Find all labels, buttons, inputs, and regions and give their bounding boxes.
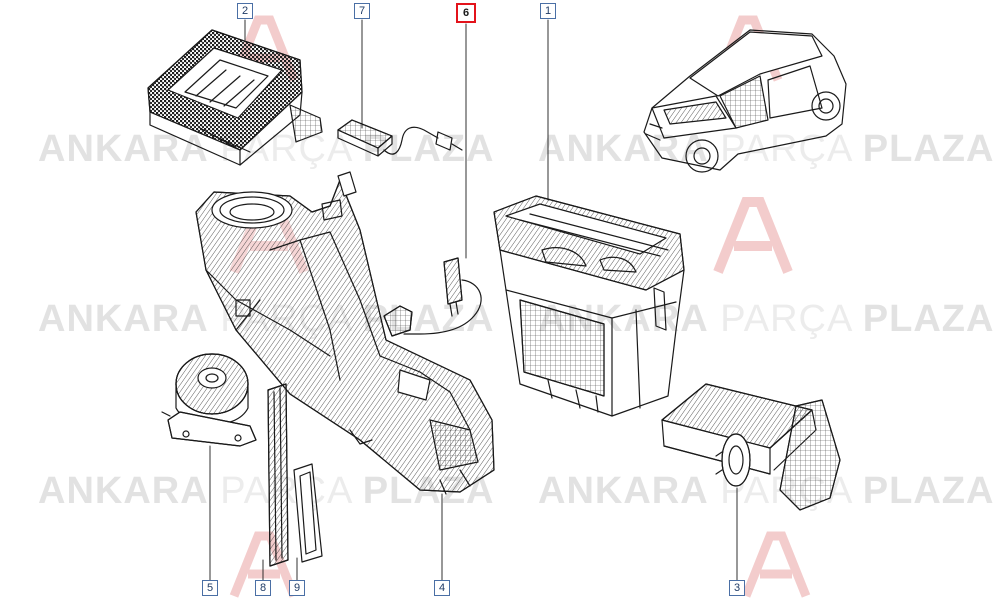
part-8-filter [267,383,289,567]
callout-8: 8 [255,580,271,596]
callout-6-highlighted: 6 [456,3,476,23]
part-1-heater-housing [493,195,685,417]
part-7-resistor [337,119,463,157]
callout-5: 5 [202,580,218,596]
callout-3: 3 [729,580,745,596]
callout-1: 1 [540,3,556,19]
part-9-seal [293,463,323,563]
part-6-sensor [383,257,482,337]
part-5-blower-motor [161,353,257,447]
part-2-air-box [147,29,323,166]
part-4-distribution-housing [195,171,495,495]
car-illustration [643,29,847,173]
callout-4: 4 [434,580,450,596]
part-3-heater-core [661,383,841,511]
callout-2: 2 [237,3,253,19]
callout-7: 7 [354,3,370,19]
leader-lines [209,19,738,581]
callout-9: 9 [289,580,305,596]
